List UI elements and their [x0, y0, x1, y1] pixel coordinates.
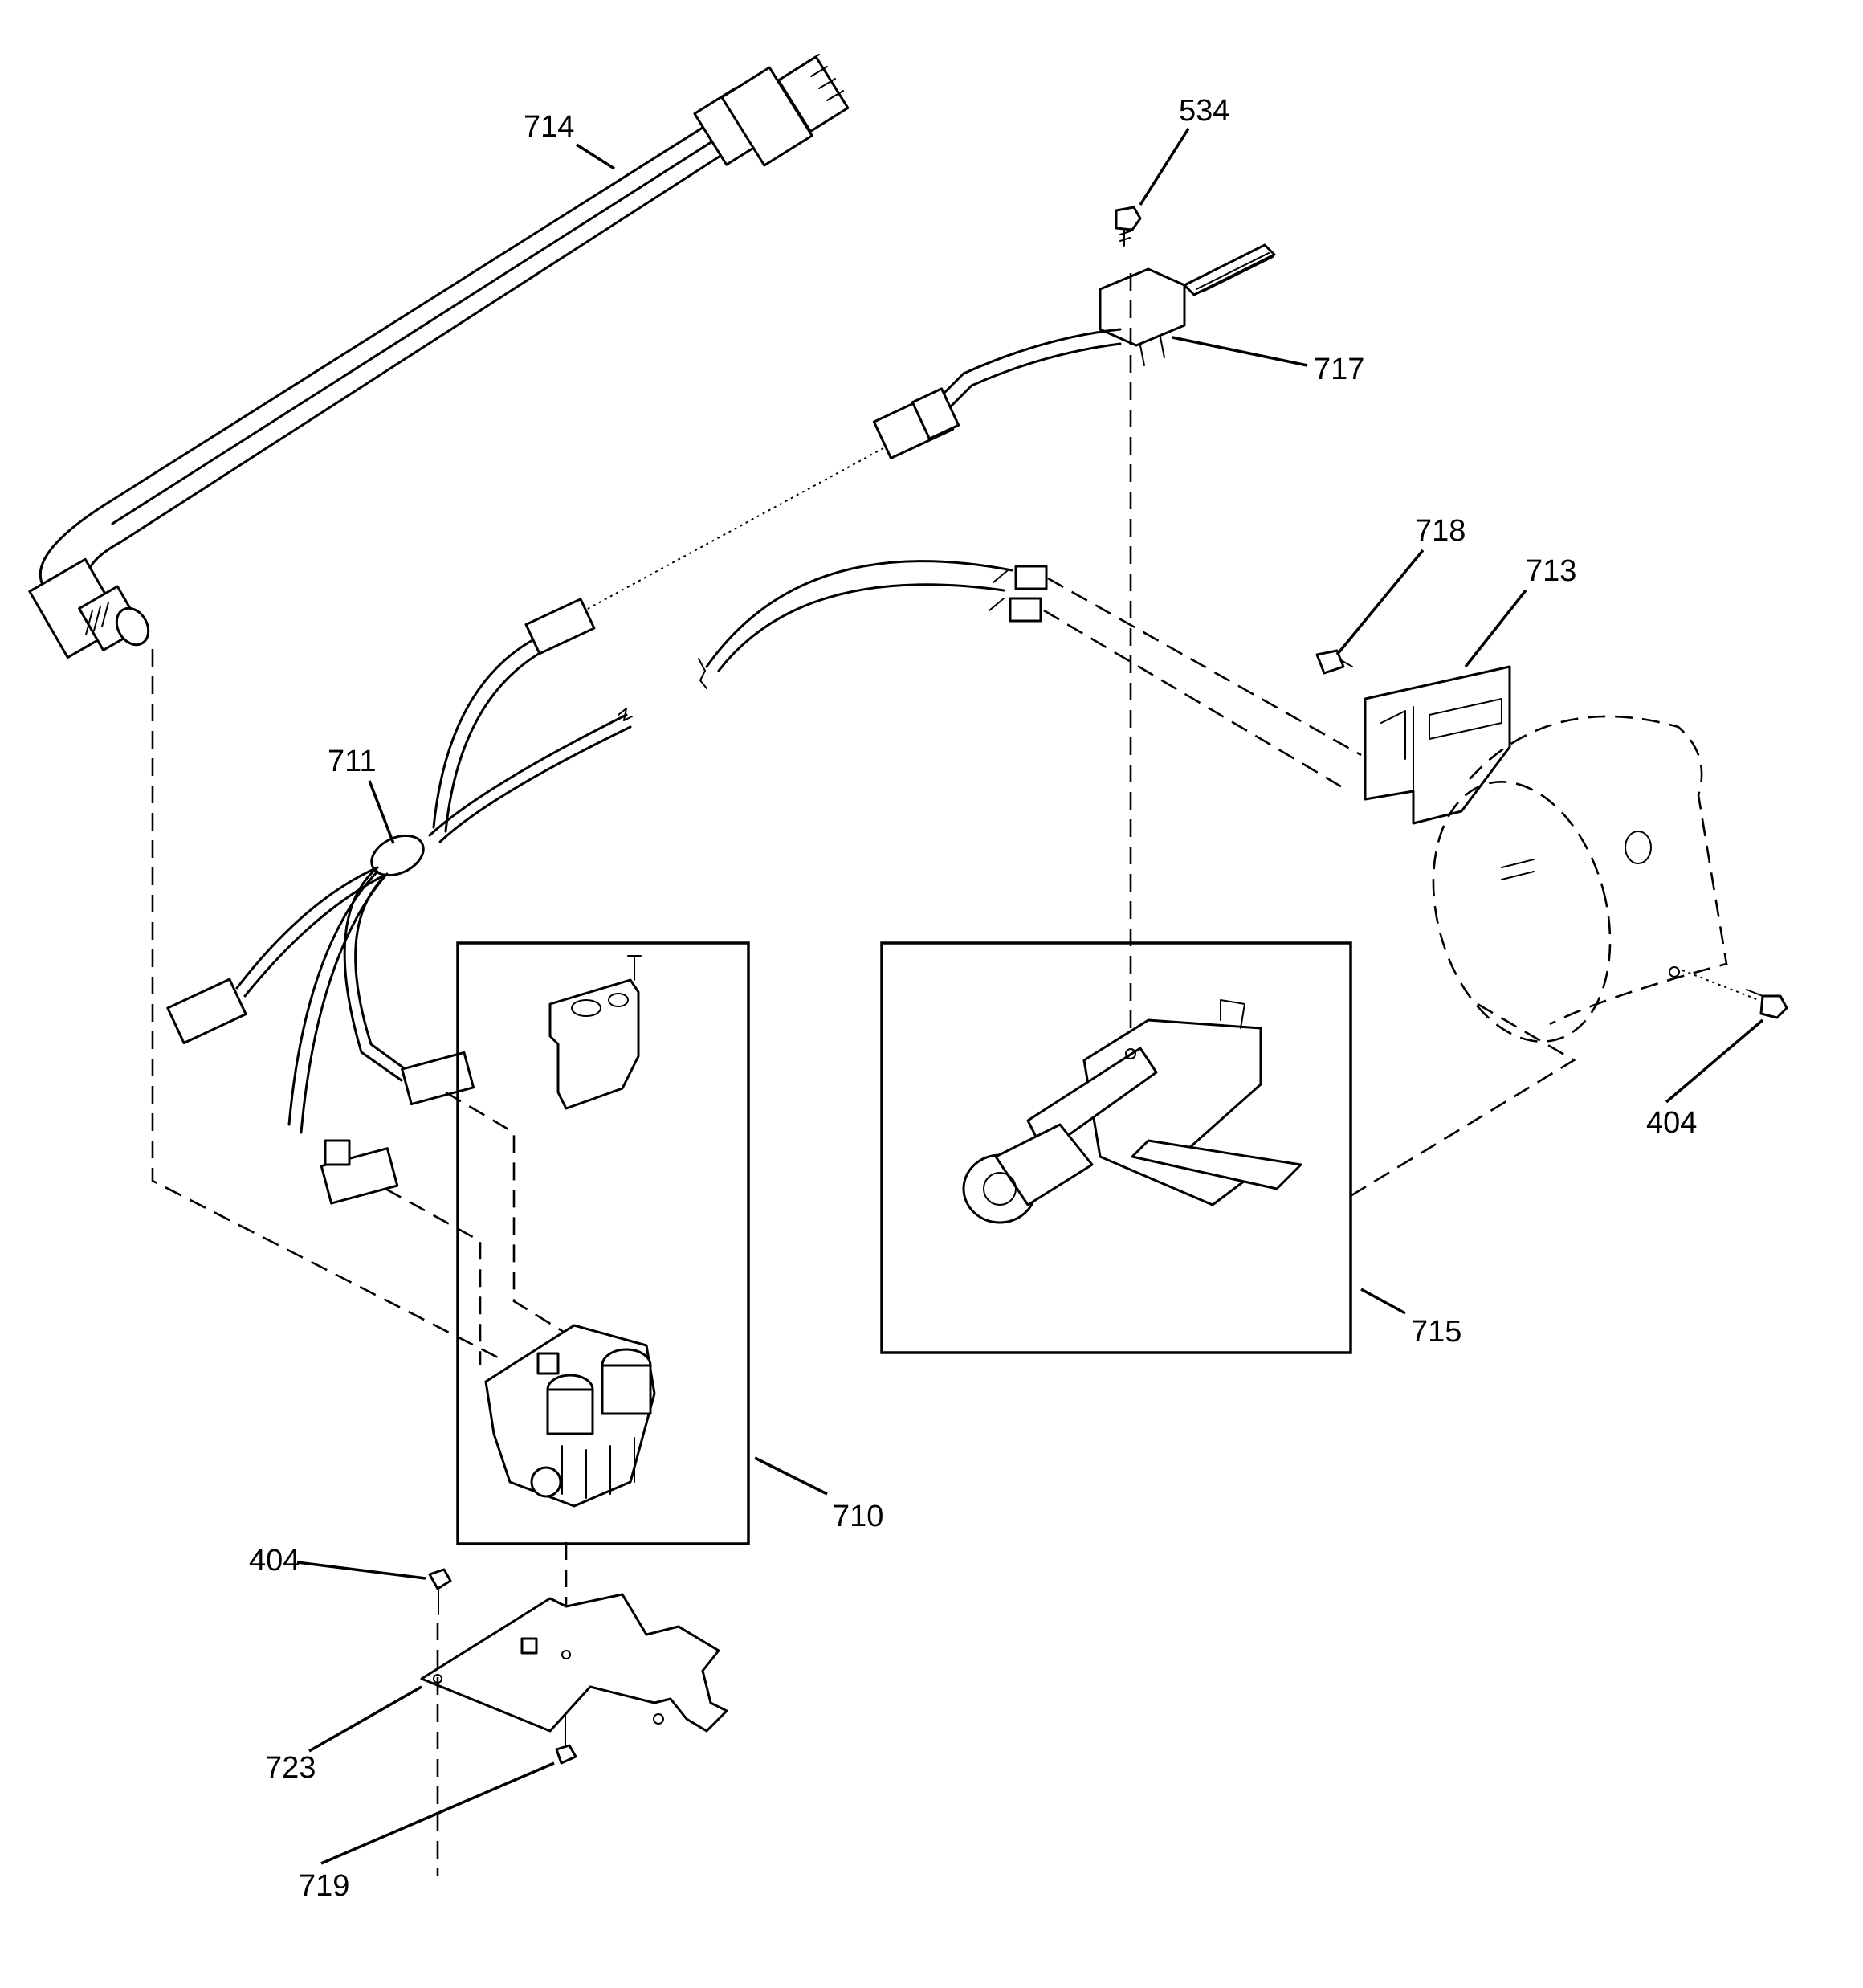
callout-713: 713	[1526, 554, 1576, 588]
callout-719: 719	[299, 1869, 349, 1903]
dashed-guide-harness-1	[445, 1091, 567, 1335]
screw-404-left	[428, 1568, 452, 1615]
callout-711: 711	[328, 745, 377, 778]
callout-labels: 714 534 717 718 713 711 404 715 710 404 …	[249, 94, 1697, 1903]
callout-717: 717	[1314, 353, 1364, 386]
screw-719	[555, 1714, 577, 1765]
wire-leads	[698, 560, 1048, 689]
mount-bracket-723	[420, 1593, 728, 1733]
callout-718: 718	[1415, 514, 1466, 548]
burner-box-715	[880, 941, 1352, 1354]
screw-718	[1315, 649, 1353, 675]
callout-404-left: 404	[249, 1544, 300, 1578]
gas-tube-714	[28, 54, 850, 659]
callout-715: 715	[1411, 1315, 1461, 1349]
callout-404-right: 404	[1646, 1106, 1697, 1140]
callout-714: 714	[524, 110, 574, 144]
valve-box-710	[456, 941, 750, 1545]
dashed-lead-2	[1043, 609, 1350, 793]
callout-534: 534	[1179, 94, 1229, 128]
valve-bracket	[548, 955, 642, 1110]
screw-404-right	[1746, 989, 1788, 1019]
wire-harness-711	[166, 598, 633, 1205]
dotted-guide-404-right	[1682, 970, 1759, 1001]
gas-valve	[484, 1324, 656, 1508]
callout-723: 723	[265, 1751, 316, 1785]
igniter-717	[872, 243, 1276, 459]
screw-534	[1115, 206, 1142, 247]
dashed-lead-1	[1047, 577, 1362, 757]
dotted-connector-717-711	[584, 447, 884, 611]
dashed-guide-harness-2	[385, 1187, 482, 1365]
burner-outline	[1348, 715, 1728, 1198]
leader-lines	[296, 128, 1764, 1865]
orifice-holder	[962, 999, 1302, 1224]
callout-710: 710	[833, 1500, 883, 1533]
bracket-713	[1364, 665, 1511, 825]
dashed-guide-tube	[151, 649, 499, 1359]
